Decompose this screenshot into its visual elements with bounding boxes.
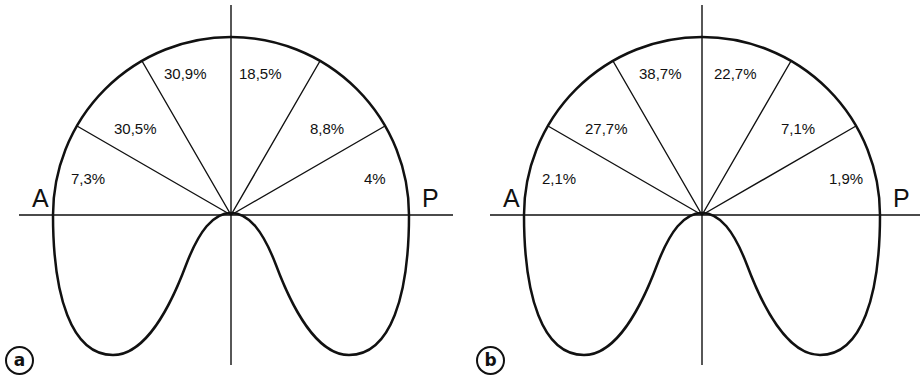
- percentage-label: 2,1%: [542, 171, 576, 186]
- panel-a-outline: [19, 5, 453, 365]
- percentage-label: 22,7%: [714, 66, 757, 81]
- panel-letter-circle: b: [476, 346, 505, 375]
- panel-letter-circle: a: [5, 346, 34, 375]
- axis-label: P: [422, 186, 439, 211]
- axis-label: A: [503, 186, 520, 211]
- panel-b-outline: [490, 5, 920, 365]
- percentage-label: 38,7%: [639, 66, 682, 81]
- panel-letter: a: [14, 352, 25, 369]
- percentage-label: 7,3%: [71, 171, 105, 186]
- percentage-label: 30,9%: [164, 66, 207, 81]
- percentage-label: 4%: [364, 171, 386, 186]
- panel-letter: b: [484, 352, 496, 369]
- percentage-label: 1,9%: [829, 171, 863, 186]
- axis-label: P: [893, 186, 910, 211]
- percentage-label: 7,1%: [781, 121, 815, 136]
- percentage-label: 27,7%: [585, 121, 628, 136]
- axis-label: A: [32, 186, 49, 211]
- percentage-label: 30,5%: [114, 121, 157, 136]
- percentage-label: 8,8%: [310, 121, 344, 136]
- percentage-label: 18,5%: [239, 66, 282, 81]
